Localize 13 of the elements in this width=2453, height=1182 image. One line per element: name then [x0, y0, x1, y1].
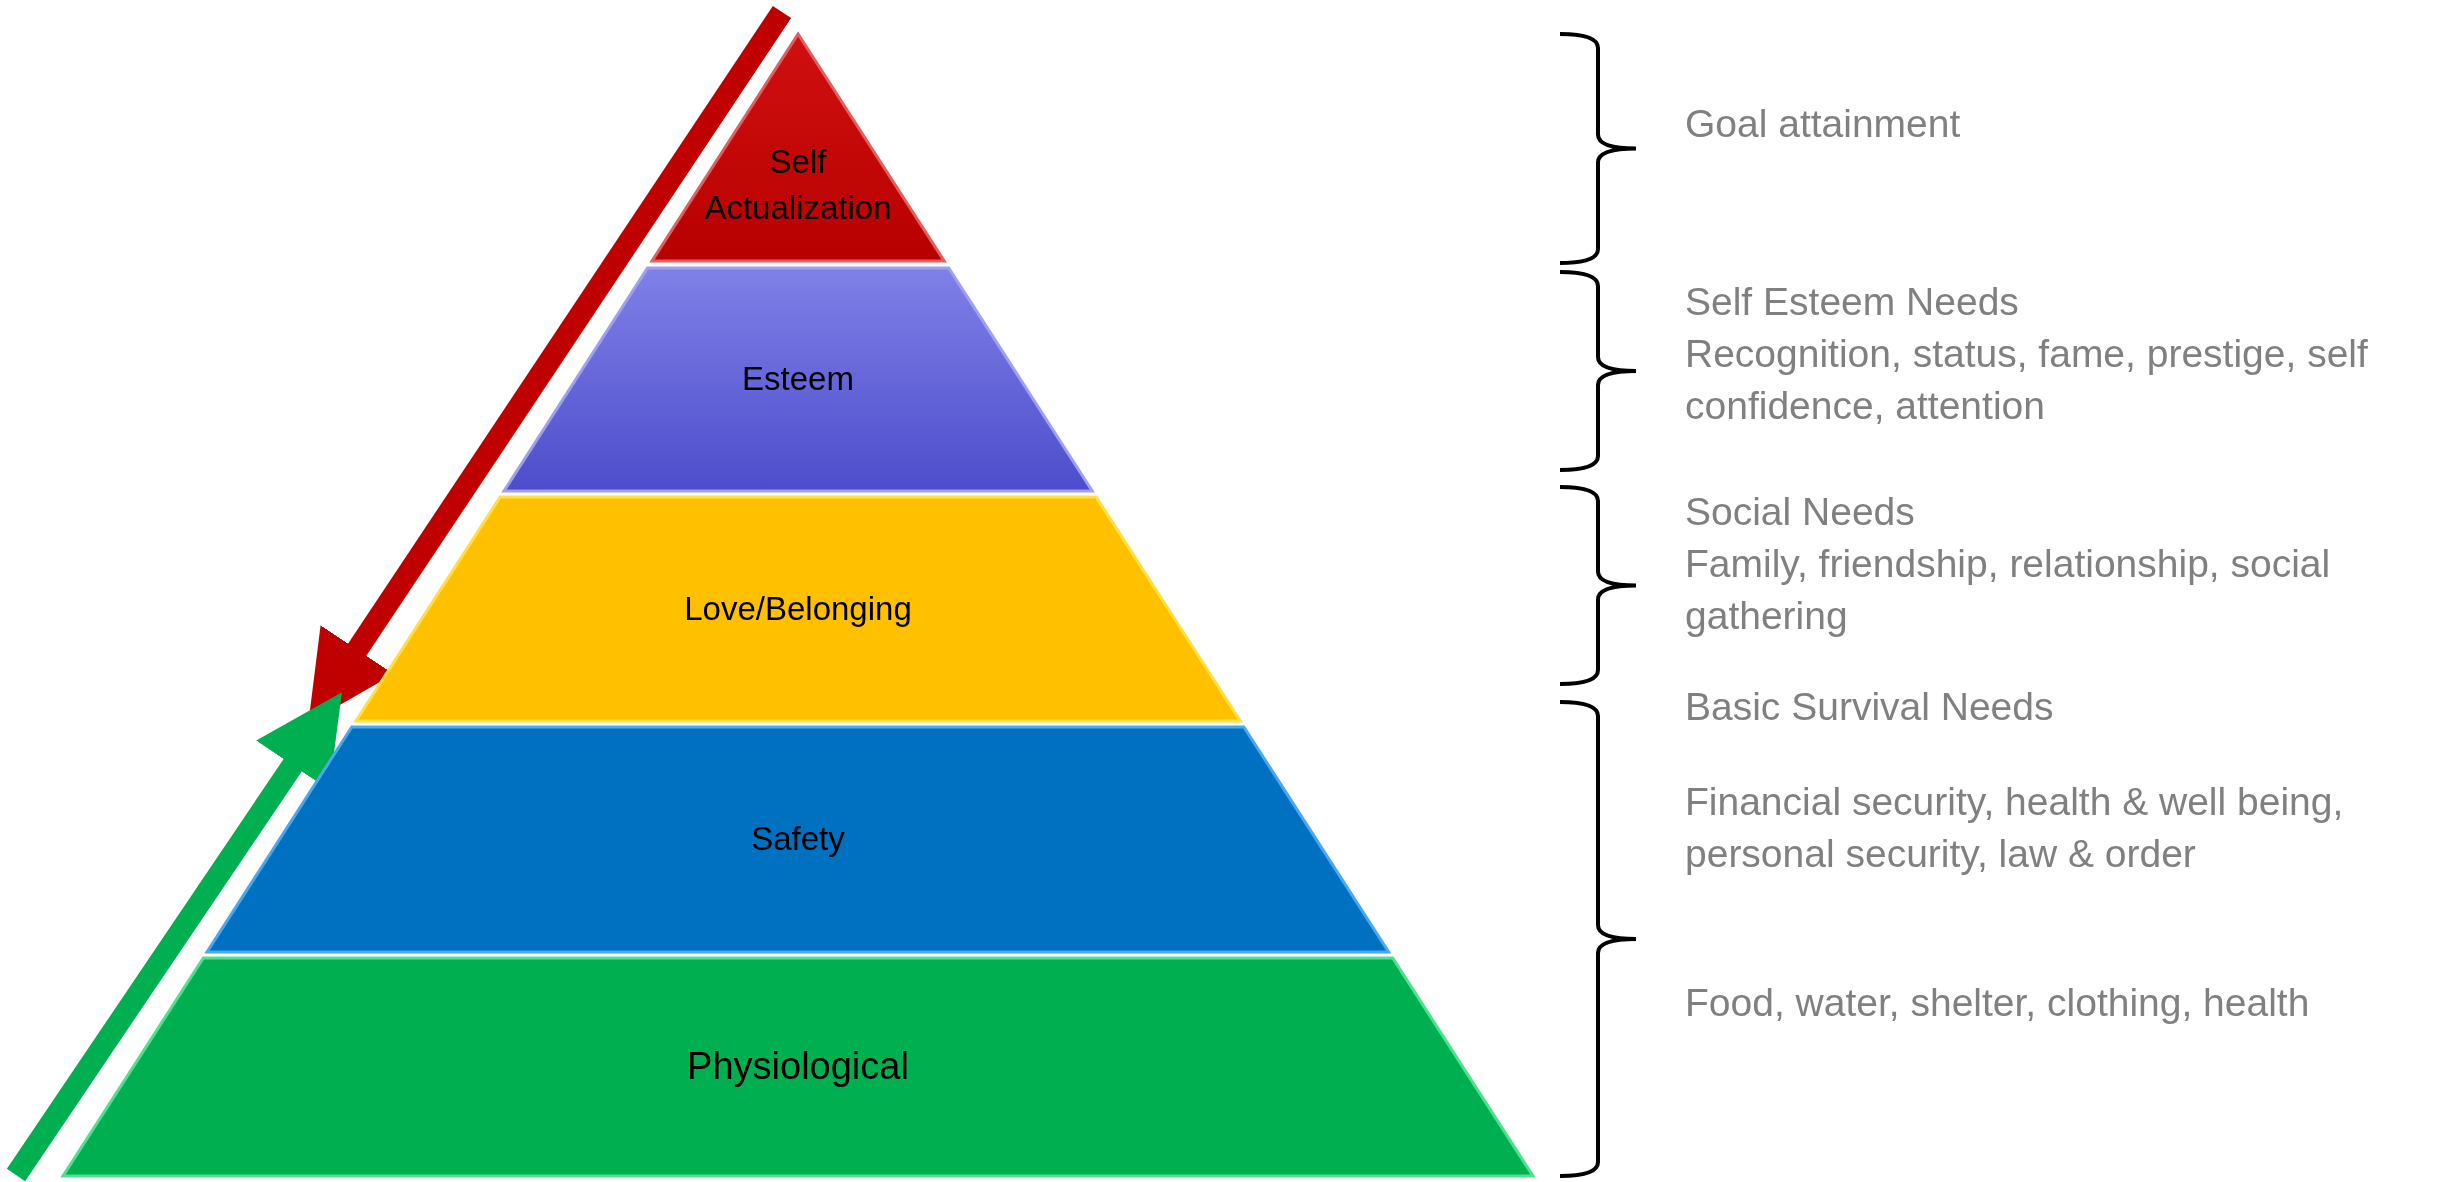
tier-label: Self Actualization: [703, 141, 893, 228]
description-text: Financial security, health & well being, personal security, law & order: [1685, 779, 2345, 877]
description-text: Self Esteem Needs: [1685, 279, 2020, 325]
tier-label: Safety: [751, 819, 845, 860]
description-text: Recognition, status, fame, prestige, self confidence, attention: [1685, 331, 2369, 429]
tier-label: Physiological: [687, 1044, 909, 1090]
tier-label: Esteem: [742, 359, 854, 400]
description-text: Social Needs: [1685, 489, 1916, 535]
description-text: Goal attainment: [1685, 101, 1962, 147]
description-text: Basic Survival Needs: [1685, 684, 2055, 730]
description-text: Family, friendship, relationship, social gathering: [1685, 541, 2332, 639]
tier-label: Love/Belonging: [684, 588, 912, 629]
description-text: Food, water, shelter, clothing, health: [1685, 980, 2311, 1026]
